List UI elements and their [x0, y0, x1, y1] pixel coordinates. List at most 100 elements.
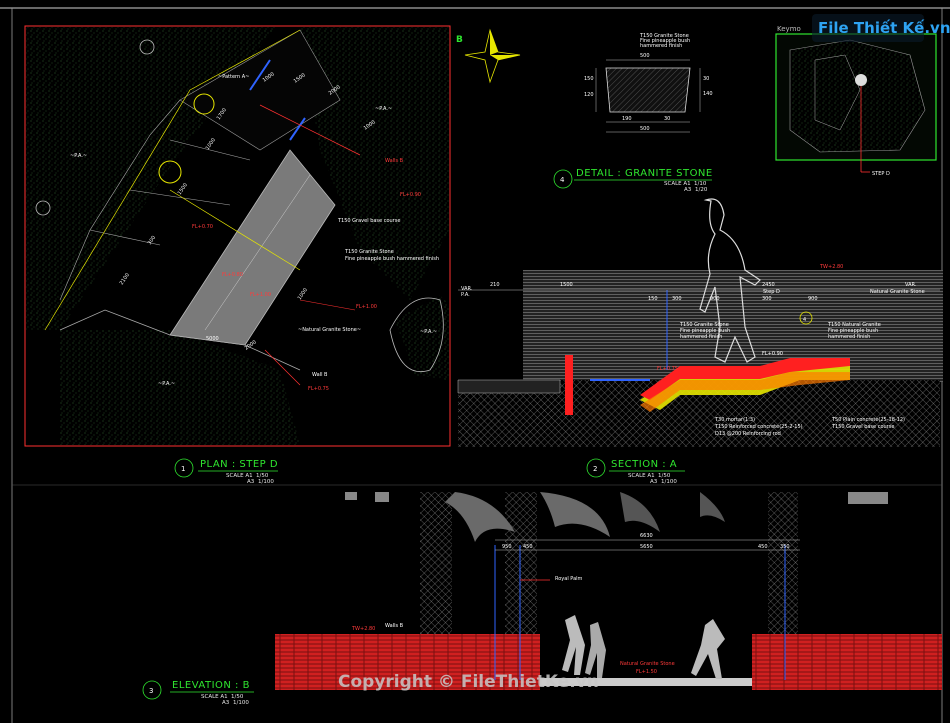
plan-dim-9: 1000 — [297, 287, 309, 301]
plan-path — [179, 29, 341, 151]
plan-label-fl-3: FL+0.80 — [222, 272, 243, 278]
detail-scale-a1-val: 1/10 — [694, 181, 707, 187]
detail-granite-view: T150 Granite Stone Fine pineapple bush h… — [553, 33, 713, 193]
section-wall-backdrop — [523, 270, 943, 382]
section-orange-layer — [640, 372, 850, 412]
section-dim-2: 2450 — [762, 282, 775, 288]
elevation-leaf-tip-1 — [345, 492, 357, 500]
section-note-4: Fine pineapple bush — [828, 328, 878, 334]
plan-border — [24, 25, 451, 447]
section-scale-a1-val: 1/50 — [658, 473, 671, 479]
granite-note-3: hammered finish — [640, 43, 682, 49]
plan-pa-blob — [389, 297, 444, 372]
plan-red-line-3 — [299, 299, 356, 311]
section-view: 4 VAR. P.A. Step D Natural Granite Stone… — [457, 198, 943, 485]
section-ground — [458, 380, 940, 447]
section-number-circle — [586, 458, 606, 478]
plan-scale-a1: SCALE A1 — [226, 473, 253, 479]
plan-label-pa-2: ~P.A.~ — [375, 106, 392, 112]
elevation-palm-trunk-right — [768, 492, 798, 634]
plan-dim-7: 300 — [147, 235, 157, 246]
keymap-site — [789, 39, 926, 153]
elevation-natural: Natural Granite Stone — [620, 661, 675, 667]
granite-dim-2: 30 — [703, 76, 709, 82]
plan-label-pattern: ~Pattern A~ — [218, 74, 249, 80]
granite-dim-11: 500 — [640, 126, 650, 132]
plan-title: PLAN : STEP D — [200, 459, 278, 470]
plan-label-pa-4: ~P.A.~ — [420, 329, 437, 335]
elevation-palm-leaf-2 — [540, 492, 610, 537]
section-dim-6: 300 — [762, 296, 772, 302]
elevation-people-2 — [585, 622, 606, 678]
plan-scale-a3: A3 — [247, 479, 255, 485]
plan-line-1 — [89, 229, 161, 246]
plan-label-fl-1: FL+0.70 — [192, 224, 213, 230]
elevation-dim-0: 6630 — [640, 533, 653, 539]
plan-callout-a — [193, 93, 215, 115]
elevation-palm-trunk-left — [420, 492, 452, 634]
section-scale-a3-val: 1/100 — [661, 479, 677, 485]
copyright-watermark: Copyright © FileThietKe.vn — [338, 672, 599, 692]
section-note-6: T30 mortar(1:3) — [714, 417, 755, 423]
elevation-view: 6630 950 450 5650 450 350 Walls B Royal … — [142, 492, 942, 706]
elevation-scale-a1: SCALE A1 — [201, 694, 228, 700]
plan-view: ~Pattern A~ ~P.A.~ ~P.A.~ ~P.A.~ ~P.A.~ … — [24, 25, 451, 485]
keymap-step: STEP D — [872, 171, 890, 177]
elevation-royal-palm: Royal Palm — [555, 576, 583, 582]
section-dim-1: 1500 — [560, 282, 573, 288]
plan-label-fl-6: FL+0.75 — [308, 386, 329, 392]
elevation-leaf-tip-3 — [848, 492, 888, 504]
granite-dim-3: 120 — [584, 92, 594, 98]
plan-tree-circle-1 — [139, 39, 155, 55]
section-level-1: FL+0.90 — [762, 351, 783, 357]
keymap: Keymo STEP D — [775, 25, 937, 177]
plan-label-fl-5: FL+1.00 — [356, 304, 377, 310]
section-note-7: T150 Reinforced concrete(25-2-15) — [714, 424, 803, 430]
elevation-title: ELEVATION : B — [172, 680, 250, 691]
plan-granite-step — [169, 149, 336, 346]
keymap-building — [814, 54, 861, 131]
section-natural: Natural Granite Stone — [870, 289, 925, 295]
plan-dim-5: 1000 — [205, 137, 217, 151]
section-dim-0: 210 — [490, 282, 500, 288]
section-note-2: hammered finish — [680, 334, 722, 340]
plan-scale-a1-val: 1/50 — [256, 473, 269, 479]
plan-edge-bottom — [59, 309, 301, 371]
elevation-scale-a3: A3 — [222, 700, 230, 706]
elevation-scale-a3-val: 1/100 — [233, 700, 249, 706]
plan-red-line-2 — [264, 349, 301, 386]
granite-stone-section — [605, 67, 691, 113]
detail-scale-a3-val: 1/20 — [695, 187, 708, 193]
elevation-people-1 — [562, 615, 585, 675]
section-dim-7: 900 — [808, 296, 818, 302]
plan-line-2 — [129, 189, 231, 206]
section-red-layer — [640, 358, 850, 400]
plan-edge-left — [59, 99, 181, 301]
granite-dim-1: 150 — [584, 76, 594, 82]
elevation-dim-3: 5650 — [640, 544, 653, 550]
section-note-8: D13 @200 Reinforcing rod — [715, 431, 781, 437]
elevation-runner — [691, 619, 725, 679]
detail-number: 4 — [560, 176, 565, 184]
north-star-outline — [464, 28, 521, 84]
elevation-number-circle — [142, 680, 162, 700]
elevation-dim-1: 950 — [502, 544, 512, 550]
elevation-palm-leaf-1 — [445, 492, 515, 542]
elevation-wall-left — [275, 634, 540, 690]
section-var: VAR. — [461, 286, 473, 292]
north-label: B — [456, 35, 463, 45]
brand-logo-bg — [812, 14, 924, 42]
brand-logo: File Thiết Kế.vn — [812, 14, 950, 42]
elevation-palm-leaf-3 — [620, 492, 660, 532]
section-scale-a3: A3 — [650, 479, 658, 485]
section-tw: TW+2.80 — [819, 264, 843, 270]
north-arrow: B — [456, 28, 521, 84]
plan-red-line-1 — [259, 104, 361, 156]
plan-label-granite-2: Fine pineapple bush hammered finish — [345, 256, 439, 262]
elevation-palm-leaf-4 — [700, 492, 725, 522]
plan-label-wall-b: Wall B — [312, 372, 328, 378]
elevation-leaf-tip-2 — [375, 492, 389, 502]
section-note-9: T50 Plain concrete(25-18-12) — [831, 417, 905, 423]
plan-label-walls-b: Walls B — [385, 158, 404, 164]
section-note-3: T150 Natural Granite — [827, 322, 881, 328]
